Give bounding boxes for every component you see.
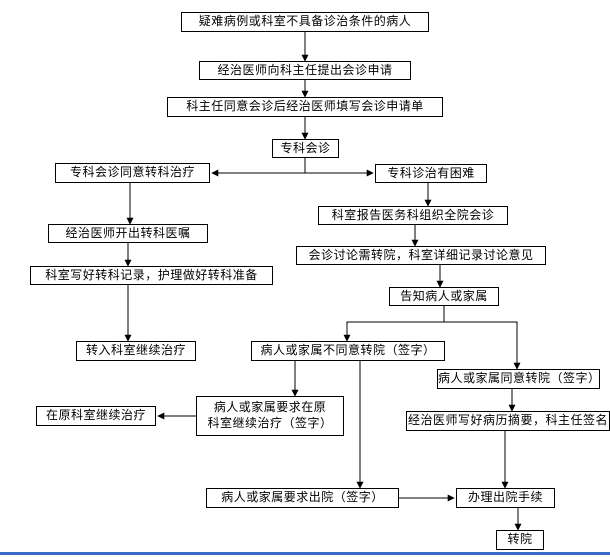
node-request-discharge: 病人或家属要求出院（签字） — [206, 488, 399, 508]
node-inform-family: 告知病人或家属 — [389, 287, 499, 306]
window-bottom-border — [0, 552, 610, 555]
node-agree-transfer: 专科会诊同意转科治疗 — [55, 163, 210, 183]
node-family-disagree: 病人或家属不同意转院（签字） — [251, 341, 445, 361]
node-discharge-procedures: 办理出院手续 — [456, 488, 555, 508]
node-transfer-record: 科室写好转科记录，护理做好转科准备 — [30, 266, 273, 285]
node-consult-form: 科主任同意会诊后经治医师填写会诊申请单 — [167, 97, 443, 117]
node-continue-in-new-dept: 转入科室继续治疗 — [76, 341, 196, 361]
node-report-medical-affairs: 科室报告医务科组织全院会诊 — [318, 206, 508, 225]
node-transfer-hospital: 转院 — [496, 530, 544, 550]
node-request-stay: 病人或家属要求在原 科室继续治疗（签字） — [196, 396, 344, 436]
node-family-agree: 病人或家属同意转院（签字） — [437, 369, 600, 389]
node-specialist-consult: 专科会诊 — [272, 139, 339, 158]
connector-inform-agree — [444, 321, 521, 370]
node-consult-request: 经治医师向科主任提出会诊申请 — [199, 61, 411, 80]
connector-inform-disagree — [343, 321, 444, 342]
node-medical-summary: 经治医师写好病历摘要，科主任签名 — [406, 411, 610, 431]
node-difficulty: 专科诊治有困难 — [375, 164, 487, 183]
node-discussion-record: 会诊讨论需转院，科室详细记录讨论意见 — [296, 246, 546, 265]
node-patient: 疑难病例或科室不具备诊治条件的病人 — [181, 12, 429, 32]
node-stay-original-dept: 在原科室继续治疗 — [36, 406, 156, 426]
node-transfer-order: 经治医师开出转科医嘱 — [48, 224, 208, 243]
